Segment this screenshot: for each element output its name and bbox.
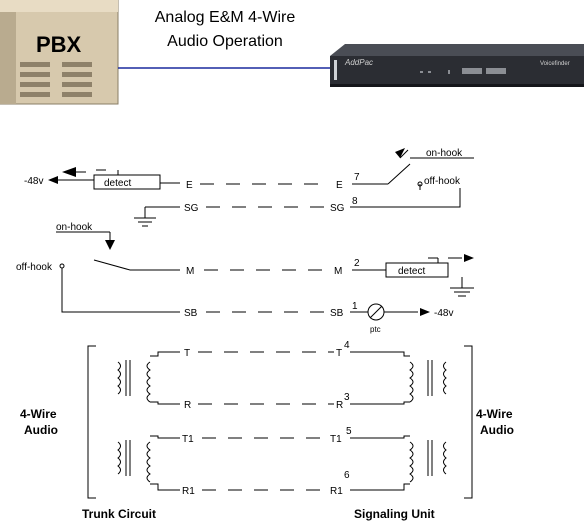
gateway-device: AddPac Voicefinder [330,44,584,87]
left-R: R [184,400,191,411]
audio-right-line-2: Audio [480,423,514,437]
right-R: R [336,400,343,411]
pbx-unit: PBX [0,0,119,105]
right-transformers [350,351,447,491]
pin-SB: 1 [352,301,358,312]
trunk-circuit-label: Trunk Circuit [82,507,156,521]
detect-left: detect [104,178,131,189]
detect-left-box [93,174,161,190]
left-T: T [184,348,190,359]
detect-right: detect [398,266,425,277]
right-SB: SB [330,308,344,319]
right-M: M [334,266,342,277]
left-SG: SG [184,203,199,214]
left-transformers [117,351,180,491]
pin-R1: 6 [344,470,350,481]
right-E: E [336,180,343,191]
title-line-1: Analog E&M 4-Wire [155,9,296,26]
right-SG: SG [330,203,345,214]
pin-T1: 5 [346,426,352,437]
device-brand: AddPac [344,58,373,67]
left-R1: R1 [182,486,195,497]
right-R1: R1 [330,486,343,497]
left-E: E [186,180,193,191]
left-M: M [186,266,194,277]
audio-left-line-2: Audio [24,423,58,437]
device-ports [420,68,506,74]
right-T: T [336,348,342,359]
title-line-2: Audio Operation [167,33,283,50]
pbx-label: PBX [36,32,82,57]
detect-right-box [385,262,449,278]
pin-E: 7 [354,172,360,183]
left-SB: SB [184,308,198,319]
on-hook-right: on-hook [426,148,463,159]
device-model: Voicefinder [540,61,570,67]
right-T1: T1 [330,434,342,445]
off-hook-left: off-hook [16,262,53,273]
pin-SG: 8 [352,196,358,207]
left-T1: T1 [182,434,194,445]
audio-left-line-1: 4-Wire [20,407,57,421]
audio-right-line-1: 4-Wire [476,407,513,421]
pin-T: 4 [344,340,350,351]
ptc-label: ptc [370,325,381,334]
signaling-unit-label: Signaling Unit [354,507,435,521]
minus48-left: -48v [24,176,43,187]
minus48-right: -48v [434,308,453,319]
off-hook-right: off-hook [424,176,461,187]
on-hook-left: on-hook [56,222,93,233]
pin-R: 3 [344,392,350,403]
pin-M: 2 [354,258,360,269]
